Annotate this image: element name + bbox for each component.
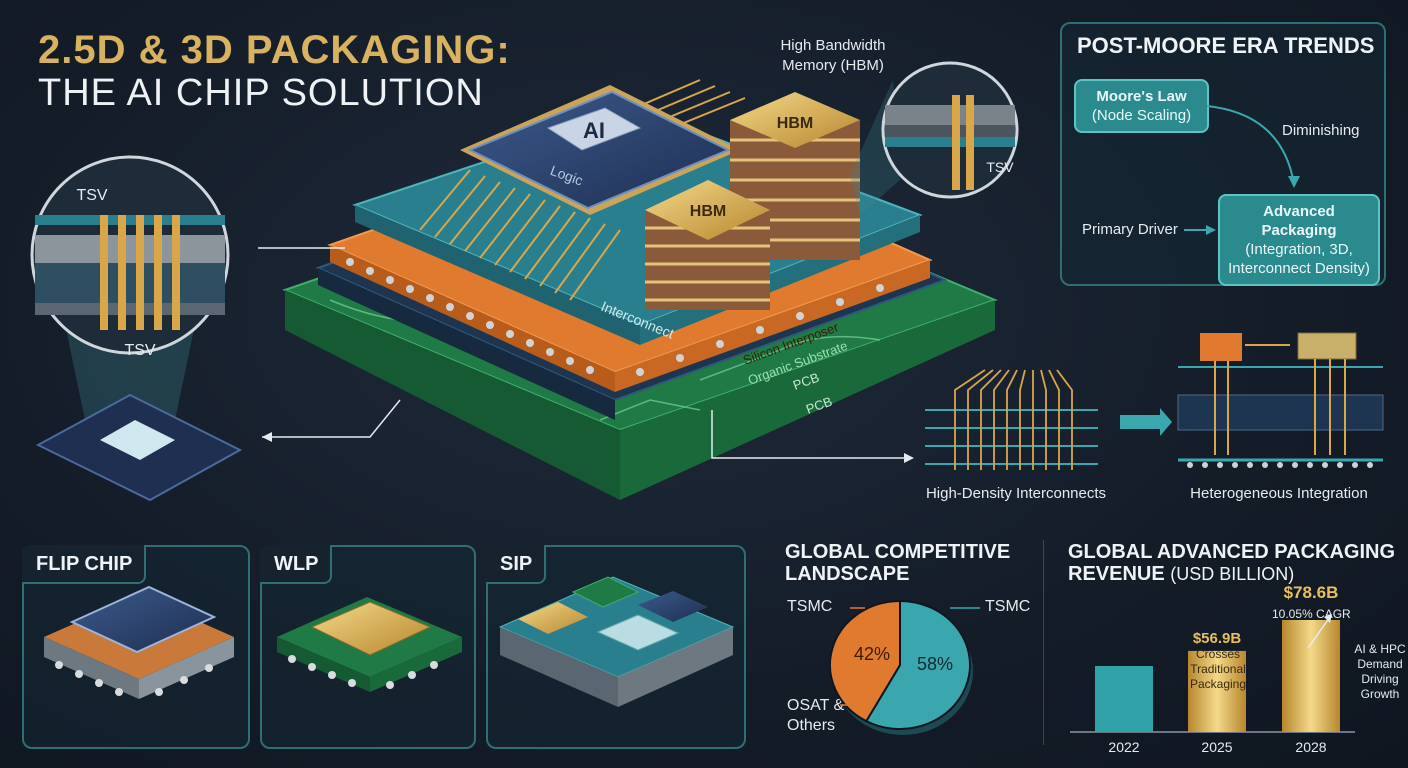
- ai-label: AI: [583, 118, 605, 143]
- moores-law-title: Moore's Law: [1096, 88, 1187, 105]
- pie-label-tsmc-left: TSMC: [787, 598, 833, 615]
- adv-packaging-sub2: Interconnect Density): [1228, 260, 1370, 277]
- title-line-2: THE AI CHIP SOLUTION: [38, 72, 484, 114]
- wlp-illustration: [277, 597, 462, 692]
- flip-chip-illustration: [44, 585, 234, 699]
- tsv-magnifier-right: TSV: [850, 61, 1019, 215]
- wlp-tab: WLP: [260, 545, 333, 584]
- pie-label-osat-line2: Others: [787, 717, 836, 734]
- title-line-1: 2.5D & 3D PACKAGING:: [38, 28, 511, 72]
- revenue-title-line1: GLOBAL ADVANCED PACKAGING: [1068, 541, 1396, 563]
- sip-panel: SIP: [486, 545, 746, 749]
- bar-value-2025: $56.9B: [1193, 630, 1242, 647]
- cagr-label: 10.05% CAGR: [1272, 607, 1351, 621]
- hbm-callout-line2: Memory (HBM): [782, 57, 884, 74]
- hbm-stack-front: HBM: [645, 180, 770, 310]
- ai-logic-chip: AI Logic: [460, 85, 740, 215]
- heterogeneous-label: Heterogeneous Integration: [1190, 485, 1368, 502]
- hbm-label-front: HBM: [690, 203, 726, 220]
- bar-category-2028: 2028: [1295, 739, 1326, 755]
- side-note-line1: AI & HPC: [1354, 642, 1406, 656]
- main-package-diagram: AI Logic HBM HBM Interconnect Silicon In…: [30, 37, 1384, 502]
- side-note-line4: Growth: [1361, 687, 1400, 701]
- tsv-label-left-bottom: TSV: [124, 342, 155, 359]
- revenue-title-bold: REVENUE: [1068, 563, 1165, 585]
- diminishing-label: Diminishing: [1282, 122, 1360, 139]
- bar-category-2022: 2022: [1108, 739, 1139, 755]
- advanced-packaging-box: Advanced Packaging (Integration, 3D, Int…: [1218, 194, 1380, 286]
- high-density-interconnect-diagram: [925, 369, 1098, 470]
- competitive-title-line2: LANDSCAPE: [785, 563, 910, 585]
- crosses-line1: Crosses: [1196, 647, 1240, 661]
- side-note-line3: Driving: [1361, 672, 1398, 686]
- pie-value-tsmc: 58%: [917, 654, 953, 674]
- moores-law-sub: (Node Scaling): [1091, 107, 1192, 124]
- small-chip-icon: [35, 393, 243, 502]
- adv-packaging-sub1: (Integration, 3D,: [1245, 241, 1353, 258]
- high-density-label: High-Density Interconnects: [926, 485, 1106, 502]
- tsv-label-left-top: TSV: [76, 187, 107, 204]
- crosses-line3: Packaging: [1190, 677, 1246, 691]
- revenue-title-unit: (USD BILLION): [1170, 564, 1295, 584]
- hbm-callout-line1: High Bandwidth: [780, 37, 885, 54]
- bar-value-2028: $78.6B: [1284, 583, 1339, 602]
- pie-value-osat: 42%: [854, 644, 890, 664]
- crosses-line2: Traditional: [1190, 662, 1246, 676]
- revenue-bar-chart: 2022 2025 $56.9B 2028 $78.6B 10.05% CAGR Cro…: [1070, 583, 1406, 755]
- adv-packaging-title: Advanced Packaging: [1261, 203, 1337, 239]
- flip-chip-tab: FLIP CHIP: [22, 545, 147, 584]
- pie-chart: 42% 58%: [829, 599, 980, 735]
- trends-arrows: [1184, 105, 1300, 235]
- moores-law-box: Moore's Law (Node Scaling): [1074, 79, 1209, 133]
- side-note-line2: Demand: [1357, 657, 1402, 671]
- tsv-magnifier-left: TSV TSV: [30, 155, 230, 420]
- primary-driver-label: Primary Driver: [1082, 221, 1178, 238]
- bar-2022: [1095, 666, 1153, 732]
- competitive-title-line1: GLOBAL COMPETITIVE: [785, 541, 1011, 563]
- trends-title: POST-MOORE ERA TRENDS: [1077, 33, 1375, 58]
- bar-2028: [1282, 620, 1340, 732]
- post-moore-trends-panel: POST-MOORE ERA TRENDS Moore's Law (Node …: [1060, 22, 1386, 286]
- revenue-title-line2: REVENUE (USD BILLION): [1068, 562, 1294, 586]
- flip-chip-panel: FLIP CHIP: [22, 545, 250, 749]
- pie-label-osat-line1: OSAT &: [787, 697, 845, 714]
- wlp-panel: WLP: [260, 545, 476, 749]
- heterogeneous-integration-diagram: [1177, 332, 1384, 468]
- tsv-label-right: TSV: [986, 159, 1014, 175]
- pie-slice-tsmc: [864, 599, 971, 730]
- bar-category-2025: 2025: [1201, 739, 1232, 755]
- sip-illustration: [498, 576, 735, 707]
- hbm-label-rear: HBM: [777, 115, 813, 132]
- sip-tab: SIP: [486, 545, 547, 584]
- bar-2025: [1188, 650, 1246, 732]
- pie-slice-osat: [829, 599, 901, 723]
- pie-label-tsmc-right: TSMC: [985, 598, 1031, 615]
